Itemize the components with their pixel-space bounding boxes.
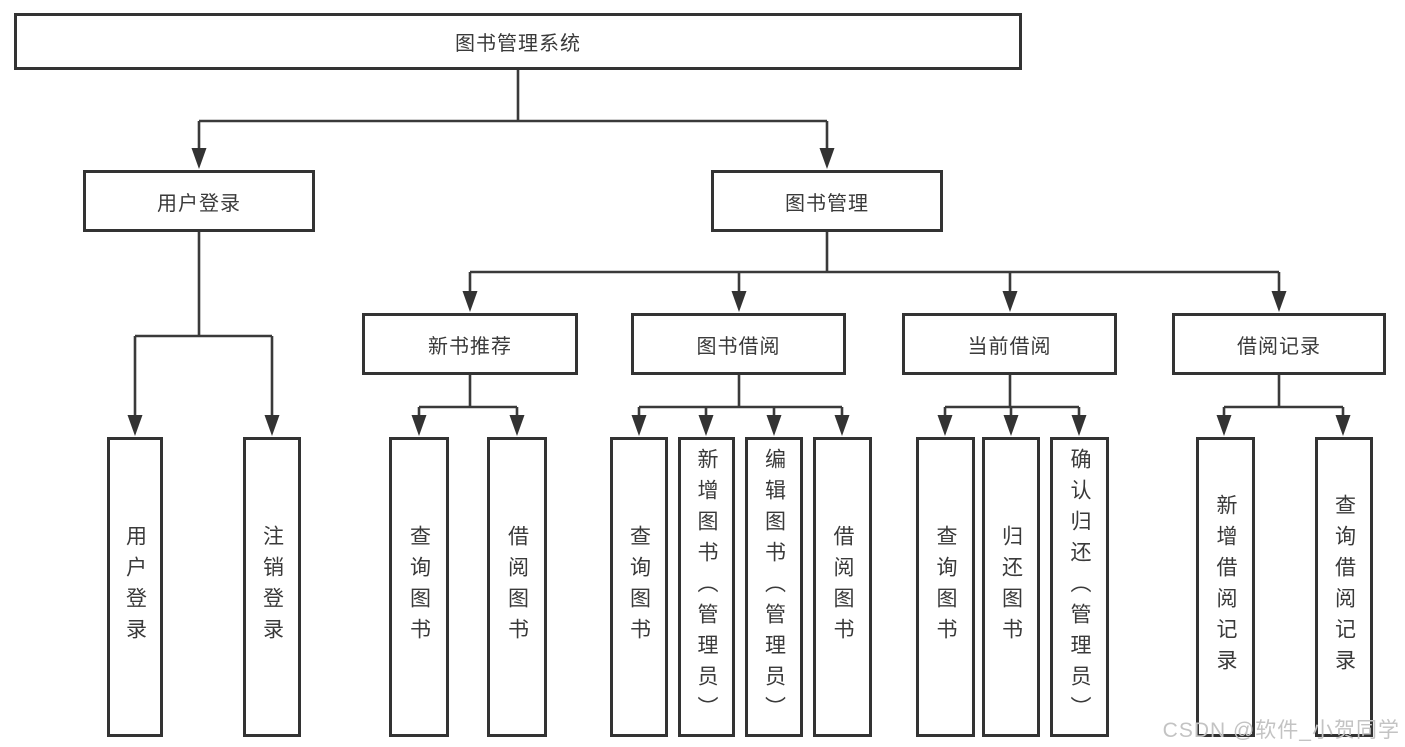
connector-borrowrecords-to-leaves	[1216, 375, 1351, 436]
node-borrow-records: 借阅记录	[1172, 313, 1386, 375]
leaf-current-query-book: 查询图书	[916, 437, 975, 737]
leaf-query-borrow-record: 查询借阅记录	[1315, 437, 1373, 737]
node-user-login-branch: 用户登录	[83, 170, 315, 232]
node-root-label: 图书管理系统	[455, 33, 581, 55]
leaf-user-login: 用户登录	[107, 437, 163, 737]
leaf-return-book: 归还图书	[982, 437, 1040, 737]
leaf-borrow-query-book: 查询图书	[610, 437, 668, 737]
leaf-return-book-label: 归还图书	[999, 525, 1023, 649]
leaf-confirm-return-admin: 确认归还（管理员）	[1050, 437, 1109, 737]
leaf-add-borrow-record-label: 新增借阅记录	[1214, 494, 1237, 680]
leaf-add-book-admin-label: 新增图书（管理员）	[695, 447, 718, 727]
leaf-add-book-admin: 新增图书（管理员）	[678, 437, 735, 737]
node-root: 图书管理系统	[14, 13, 1022, 70]
node-current-borrow-label: 当前借阅	[967, 335, 1052, 358]
connector-newbooks-to-leaves	[411, 375, 525, 436]
node-new-book-recommend: 新书推荐	[362, 313, 578, 375]
node-user-login-branch-label: 用户登录	[157, 192, 241, 215]
csdn-watermark: CSDN @软件_小贺同学	[1162, 719, 1400, 742]
node-book-borrow: 图书借阅	[631, 313, 846, 375]
leaf-add-borrow-record: 新增借阅记录	[1196, 437, 1255, 737]
connector-userlogin-to-leaves	[127, 232, 280, 436]
node-book-borrow-label: 图书借阅	[696, 335, 781, 358]
leaf-current-query-book-label: 查询图书	[934, 525, 957, 649]
node-current-borrow: 当前借阅	[902, 313, 1117, 375]
leaf-confirm-return-admin-label: 确认归还（管理员）	[1068, 447, 1091, 727]
node-book-management-label: 图书管理	[785, 192, 869, 215]
connector-currentborrow-to-leaves	[937, 375, 1087, 436]
node-new-book-recommend-label: 新书推荐	[428, 335, 512, 358]
connector-bookborrow-to-leaves	[631, 375, 850, 436]
leaf-user-login-label: 用户登录	[123, 525, 147, 649]
leaf-edit-book-admin: 编辑图书（管理员）	[745, 437, 803, 737]
leaf-newbooks-borrow-book: 借阅图书	[487, 437, 547, 737]
leaf-logout-label: 注销登录	[260, 525, 284, 649]
node-borrow-records-label: 借阅记录	[1237, 335, 1321, 358]
node-book-management: 图书管理	[711, 170, 943, 232]
leaf-edit-book-admin-label: 编辑图书（管理员）	[762, 447, 786, 727]
leaf-newbooks-borrow-book-label: 借阅图书	[505, 525, 529, 649]
leaf-query-borrow-record-label: 查询借阅记录	[1332, 494, 1356, 680]
leaf-newbooks-query-book: 查询图书	[389, 437, 449, 737]
leaf-newbooks-query-book-label: 查询图书	[407, 525, 431, 649]
leaf-borrow-borrow-book-label: 借阅图书	[831, 525, 854, 649]
connector-root-to-level2	[191, 70, 835, 169]
leaf-borrow-query-book-label: 查询图书	[627, 525, 651, 649]
leaf-borrow-borrow-book: 借阅图书	[813, 437, 872, 737]
connector-bookmgmt-to-level3	[462, 232, 1287, 312]
leaf-logout: 注销登录	[243, 437, 301, 737]
